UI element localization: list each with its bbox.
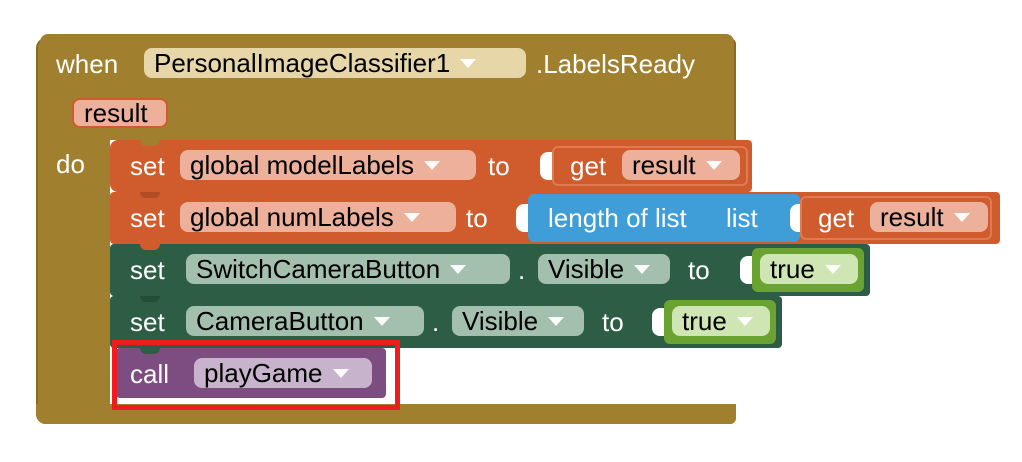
highlight-box — [112, 340, 400, 410]
variable-dropdown-label: global modelLabels — [190, 149, 415, 180]
get-variable-dropdown-result[interactable]: result — [622, 150, 740, 180]
event-name: .LabelsReady — [536, 49, 695, 79]
procedure-dropdown-label: playGame — [204, 357, 323, 388]
keyword-to: to — [602, 307, 624, 337]
chevron-down-icon — [450, 264, 467, 274]
statement-notch — [140, 348, 160, 354]
boolean-dropdown-label: true — [770, 253, 815, 284]
variable-dropdown-label: global numLabels — [190, 201, 394, 232]
value-socket — [740, 256, 752, 284]
chevron-down-icon — [705, 160, 722, 170]
component-dropdown-switch-camera-button[interactable]: SwitchCameraButton — [186, 254, 510, 284]
param-result-label: result — [84, 97, 148, 128]
keyword-call: call — [130, 359, 170, 389]
procedure-dropdown-play-game[interactable]: playGame — [194, 358, 372, 388]
chevron-down-icon — [634, 264, 651, 274]
component-dropdown-label: CameraButton — [196, 305, 364, 336]
boolean-dropdown-label: true — [682, 305, 727, 336]
event-block-hat-notch — [40, 34, 734, 42]
statement-notch — [140, 296, 160, 302]
keyword-when: when — [56, 49, 119, 79]
chevron-down-icon — [824, 264, 841, 274]
statement-notch — [140, 192, 160, 198]
length-of-list-label: length of list — [548, 203, 687, 233]
keyword-to: to — [466, 203, 488, 233]
chevron-down-icon — [736, 316, 753, 326]
chevron-down-icon — [403, 212, 420, 222]
value-socket — [790, 204, 802, 232]
keyword-set: set — [130, 255, 165, 285]
statement-notch — [140, 140, 160, 146]
keyword-get: get — [818, 203, 855, 233]
keyword-get: get — [570, 151, 607, 181]
property-dropdown-visible[interactable]: Visible — [452, 306, 584, 336]
keyword-set: set — [130, 151, 165, 181]
list-param-label: list — [726, 203, 758, 233]
get-variable-label: result — [880, 201, 944, 232]
chevron-down-icon — [332, 368, 349, 378]
chevron-down-icon — [424, 160, 441, 170]
boolean-dropdown-true[interactable]: true — [760, 254, 858, 284]
get-variable-label: result — [632, 149, 696, 180]
chevron-down-icon — [460, 58, 477, 68]
component-dropdown-label: SwitchCameraButton — [196, 253, 441, 284]
property-dropdown-visible[interactable]: Visible — [538, 254, 670, 284]
keyword-set: set — [130, 203, 165, 233]
chevron-down-icon — [953, 212, 970, 222]
chevron-down-icon — [548, 316, 565, 326]
keyword-to: to — [688, 255, 710, 285]
chevron-down-icon — [373, 316, 390, 326]
property-dropdown-label: Visible — [462, 305, 539, 336]
value-socket — [540, 152, 552, 180]
get-variable-dropdown-result[interactable]: result — [870, 202, 988, 232]
value-socket — [652, 308, 664, 336]
dot-separator: . — [432, 307, 440, 337]
component-dropdown-personal-image-classifier[interactable]: PersonalImageClassifier1 — [144, 48, 526, 78]
dot-separator: . — [518, 255, 526, 285]
keyword-to: to — [488, 151, 510, 181]
keyword-do: do — [56, 149, 85, 179]
length-of-list-block[interactable] — [528, 194, 800, 242]
boolean-dropdown-true[interactable]: true — [672, 306, 770, 336]
statement-notch — [140, 244, 160, 250]
keyword-set: set — [130, 307, 165, 337]
value-socket — [516, 204, 528, 232]
component-dropdown-label: PersonalImageClassifier1 — [154, 47, 451, 78]
component-dropdown-camera-button[interactable]: CameraButton — [186, 306, 424, 336]
variable-dropdown-global-model-labels[interactable]: global modelLabels — [180, 150, 476, 180]
property-dropdown-label: Visible — [548, 253, 625, 284]
variable-dropdown-global-num-labels[interactable]: global numLabels — [180, 202, 456, 232]
param-result[interactable]: result — [72, 98, 168, 128]
